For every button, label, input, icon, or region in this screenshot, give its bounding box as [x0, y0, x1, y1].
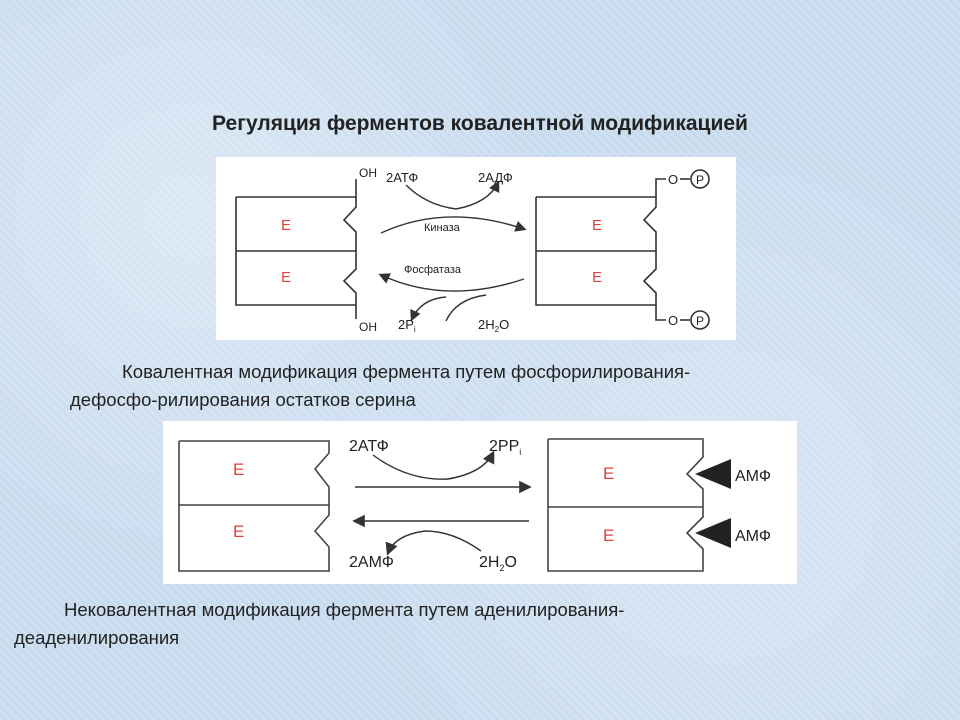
phosphate-p-top: P — [696, 173, 704, 187]
kinase-arrow — [380, 216, 527, 234]
phospho-o-bottom: O — [668, 313, 678, 328]
caption-1-line-2: дефосфо-рилирования остатков серина — [70, 389, 416, 410]
pi-curve — [410, 296, 447, 322]
amp-wedge-bottom — [695, 518, 731, 548]
enzyme-label-right-top: E — [592, 217, 602, 234]
kinase-label: Киназа — [424, 222, 461, 234]
water-label: 2H2O — [478, 317, 509, 334]
phosphorylation-diagram: E E OH OH E E O O P P 2АТФ — [216, 157, 736, 340]
caption-1-line-1: Ковалентная модификация фермента путем ф… — [122, 361, 691, 382]
adenylation-diagram: E E E E АМФ АМФ 2АТФ 2PPi 2АМФ 2H2O — [163, 421, 797, 584]
enzyme-label-left-top: E — [233, 460, 244, 479]
atp-label: 2АТФ — [386, 170, 418, 185]
enzyme-label-right-bottom: E — [603, 526, 614, 545]
caption-2-line-1: Нековалентная модификация фермента путем… — [64, 599, 625, 620]
water-label: 2H2O — [479, 554, 517, 573]
ppi-label: 2PPi — [489, 438, 521, 457]
enzyme-right — [535, 169, 710, 330]
caption-2-line-2: деаденилирования — [14, 627, 180, 648]
pi-label: 2Pi — [398, 317, 416, 334]
adp-curve — [455, 180, 500, 210]
amp-out-label: 2АМФ — [349, 554, 394, 571]
oh-label-bottom: OH — [359, 320, 377, 334]
ppi-curve — [447, 450, 495, 480]
enzyme-left — [235, 179, 357, 319]
phosphatase-arrow — [378, 273, 525, 292]
phospho-o-top: O — [668, 172, 678, 187]
caption-phosphorylation: Ковалентная модификация фермента путем ф… — [70, 358, 890, 414]
enzyme-label-left-bottom: E — [233, 522, 244, 541]
enzyme-label-left-top: E — [281, 217, 291, 234]
water-curve — [445, 294, 487, 322]
enzyme-right — [547, 438, 704, 572]
water-curve — [424, 530, 482, 552]
amp-wedge-top — [695, 459, 731, 489]
atp-label: 2АТФ — [349, 438, 389, 455]
caption-adenylation: Нековалентная модификация фермента путем… — [14, 596, 914, 652]
adp-label: 2АДФ — [478, 170, 513, 185]
oh-label-top: OH — [359, 166, 377, 180]
amp-out-curve — [385, 530, 426, 556]
enzyme-label-left-bottom: E — [281, 269, 291, 286]
amp-label-top: АМФ — [735, 468, 771, 485]
enzyme-label-right-bottom: E — [592, 269, 602, 286]
enzyme-left — [178, 440, 330, 572]
atp-curve — [372, 454, 449, 480]
slide-title: Регуляция ферментов ковалентной модифика… — [212, 112, 748, 135]
phosphatase-label: Фосфатаза — [404, 264, 462, 276]
atp-curve — [405, 184, 457, 210]
enzyme-label-right-top: E — [603, 464, 614, 483]
phosphate-p-bottom: P — [696, 314, 704, 328]
amp-label-bottom: АМФ — [735, 528, 771, 545]
